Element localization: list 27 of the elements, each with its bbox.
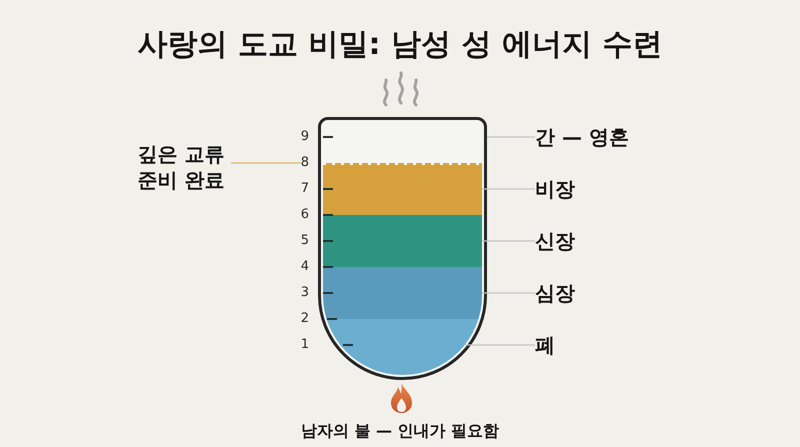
scale-number: 2: [300, 311, 309, 327]
organ-label: 비장: [535, 176, 575, 202]
organ-label: 심장: [535, 280, 575, 306]
scale-number: 8: [300, 155, 309, 171]
tube-vessel: [318, 117, 487, 380]
scale-number: 9: [300, 129, 309, 145]
leader-line: [231, 162, 301, 164]
scale-number: 1: [300, 337, 309, 353]
organ-label: 폐: [535, 332, 555, 358]
liquid-layer: [323, 163, 482, 215]
caption-text: 남자의 불 — 인내가 필요함: [300, 420, 500, 442]
leader-line: [482, 188, 535, 190]
organ-label: 간 — 영혼: [535, 124, 629, 150]
scale-number: 6: [300, 207, 309, 223]
liquid-layer: [323, 215, 482, 267]
liquid-layer: [323, 267, 482, 319]
organ-label: 신장: [535, 228, 575, 254]
leader-line: [464, 344, 535, 346]
leader-line: [482, 240, 535, 242]
scale-number: 3: [300, 285, 309, 301]
scale-number: 5: [300, 233, 309, 249]
leader-line: [487, 136, 535, 138]
note-text: 깊은 교류 준비 완료: [131, 141, 231, 193]
scale-number: 4: [300, 259, 309, 275]
leader-line: [482, 292, 535, 294]
scale-number: 7: [300, 181, 309, 197]
title-text: 사랑의 도교 비밀: 남성 성 에너지 수련: [138, 26, 662, 64]
